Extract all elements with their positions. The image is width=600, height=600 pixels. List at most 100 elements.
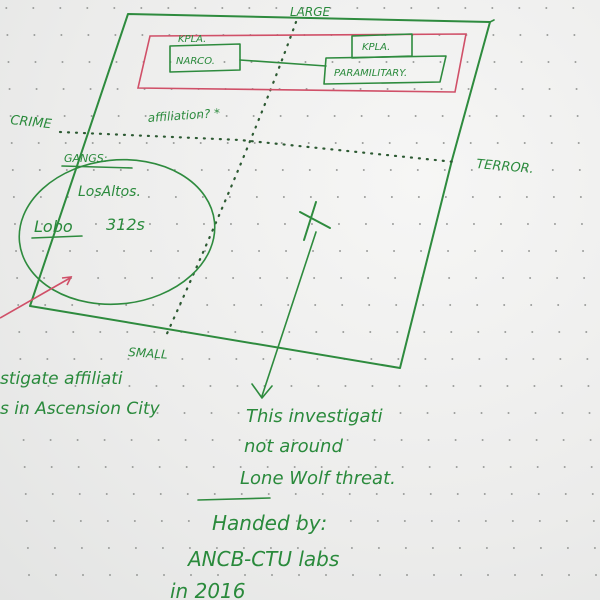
grid-dot: [259, 277, 262, 279]
grid-dot: [194, 7, 197, 9]
grid-dot: [181, 358, 184, 360]
grid-dot: [175, 223, 178, 225]
grid-dot: [65, 169, 68, 171]
grid-dot: [494, 88, 497, 90]
grid-dot: [455, 466, 458, 468]
grid-dot: [526, 223, 529, 225]
grid-dot: [368, 304, 371, 306]
grid-dot: [6, 34, 9, 36]
grid-dot: [15, 250, 18, 252]
handed-line-1: Handed by:: [212, 511, 327, 535]
grid-dot: [361, 142, 364, 144]
handed-line-3: in 2016: [170, 579, 246, 600]
grid-dot: [206, 304, 209, 306]
grid-dot: [242, 547, 245, 549]
grid-dot: [444, 196, 447, 198]
grid-dot: [74, 385, 77, 387]
grid-dot: [124, 277, 127, 279]
grid-dot: [563, 466, 566, 468]
grid-dot: [123, 250, 126, 252]
grid-dot: [97, 277, 100, 279]
grid-dot: [232, 277, 235, 279]
paramilitary-box-label: PARAMILITARY.: [334, 68, 407, 79]
grid-dot: [485, 547, 488, 549]
grid-dot: [321, 493, 324, 495]
grid-dot: [340, 277, 343, 279]
grid-dot: [332, 88, 335, 90]
grid-dot: [467, 88, 470, 90]
grid-dot: [37, 142, 40, 144]
grid-dot: [127, 358, 130, 360]
grid-dot: [134, 547, 137, 549]
grid-dot: [107, 547, 110, 549]
grid-dot: [470, 169, 473, 171]
gangs-underline: [61, 165, 133, 169]
grid-dot: [505, 358, 508, 360]
grid-dot: [576, 115, 579, 117]
grid-dot: [265, 439, 268, 441]
grid-dot: [483, 493, 486, 495]
grid-dot: [293, 466, 296, 468]
grid-dot: [539, 547, 542, 549]
grid-dot: [254, 169, 257, 171]
grid-dot: [586, 358, 589, 360]
grid-dot: [236, 385, 239, 387]
grid-dot: [86, 7, 89, 9]
grid-dot: [183, 412, 186, 414]
grid-dot: [416, 169, 419, 171]
grid-dot: [518, 7, 521, 9]
grid-dot: [91, 142, 94, 144]
grid-dot: [437, 7, 440, 9]
grid-dot: [214, 520, 217, 522]
grid-dot: [415, 142, 418, 144]
grid-dot: [73, 358, 76, 360]
grid-dot: [113, 7, 116, 9]
grid-dot: [383, 7, 386, 9]
grid-dot: [49, 439, 52, 441]
grid-dot: [209, 385, 212, 387]
grid-dot: [319, 439, 322, 441]
grid-dot: [144, 115, 147, 117]
grid-dot: [566, 547, 569, 549]
grid-dot: [369, 331, 372, 333]
grid-dot: [399, 412, 402, 414]
grid-dot: [298, 574, 300, 576]
grid-dot: [40, 223, 43, 225]
grid-dot: [44, 304, 47, 306]
grid-dot: [196, 61, 199, 63]
grid-dot: [404, 547, 407, 549]
grid-dot: [579, 196, 582, 198]
gangs-heading: GANGS:: [64, 152, 108, 165]
red-arrow-head: [61, 276, 73, 286]
grid-dot: [260, 304, 263, 306]
grid-dot: [262, 358, 265, 360]
grid-dot: [561, 412, 564, 414]
grid-dot: [255, 196, 258, 198]
grid-dot: [102, 412, 105, 414]
grid-dot: [161, 547, 164, 549]
gang-losaltos: LosAltos.: [78, 184, 141, 200]
grid-dot: [147, 196, 150, 198]
grid-dot: [558, 331, 561, 333]
grid-dot: [394, 277, 397, 279]
grid-dot: [69, 250, 72, 252]
narco-box: [169, 43, 241, 73]
grid-dot: [367, 277, 370, 279]
grid-dot: [71, 304, 74, 306]
grid-dot: [417, 196, 420, 198]
grid-dot: [42, 250, 45, 252]
grid-dot: [159, 493, 162, 495]
notes-separator: [197, 497, 271, 501]
grid-dot: [564, 493, 567, 495]
grid-dot: [514, 574, 516, 576]
grid-dot: [451, 358, 454, 360]
grid-dot: [364, 223, 367, 225]
grid-dot: [519, 34, 522, 36]
grid-dot: [43, 277, 46, 279]
grid-dot: [96, 250, 99, 252]
grid-dot: [512, 547, 515, 549]
grid-dot: [460, 574, 462, 576]
grid-dot: [302, 7, 305, 9]
grid-dot: [205, 277, 208, 279]
grid-dot: [188, 547, 191, 549]
